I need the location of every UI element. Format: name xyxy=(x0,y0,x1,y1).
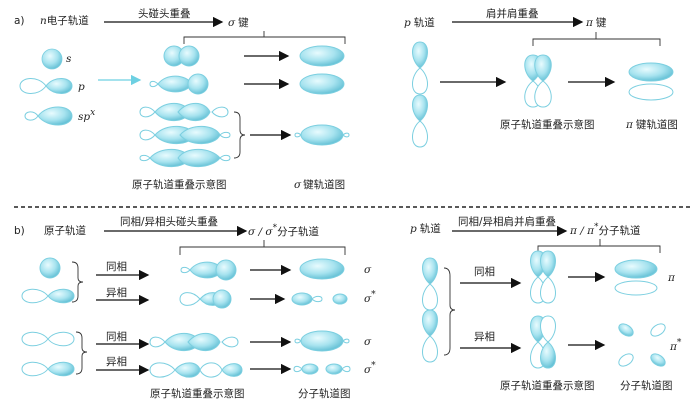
p-orbital xyxy=(19,78,73,94)
b-pi-star-mo xyxy=(618,323,666,367)
s-label: s xyxy=(66,53,72,65)
overlap-sp-sp xyxy=(139,148,231,168)
part-b-left-arrow-label: 同相/异相头碰头重叠 xyxy=(120,215,218,228)
part-b-left-result: σ / σ*分子轨道 xyxy=(248,223,320,238)
sigma-bond-row2 xyxy=(299,73,345,95)
b-right-brace xyxy=(443,267,456,356)
b-overlap-sp-out-phase xyxy=(179,289,232,309)
b-sigma-mo-2 xyxy=(294,330,350,352)
b-s-orbital xyxy=(39,257,61,279)
sigma-bond-row1 xyxy=(299,45,345,67)
b-p-orbital xyxy=(21,288,75,304)
pi-bond-upper xyxy=(628,62,674,82)
part-b-left-header: 原子轨道 xyxy=(44,224,86,237)
sp-label: spx xyxy=(78,108,95,123)
b-brace-upper xyxy=(71,261,84,303)
part-b-left-bracket xyxy=(179,240,346,255)
part-b-right-result: π / π*分子轨道 xyxy=(569,222,641,237)
part-b-tag: b) xyxy=(14,225,25,237)
b-sigma-star-label-2: σ* xyxy=(364,361,376,376)
b-pi-overlap-out-phase xyxy=(530,315,556,369)
b-p-orbital-2 xyxy=(21,331,75,347)
part-a-left-arrow-label: 头碰头重叠 xyxy=(138,7,191,20)
part-a-left-bracket xyxy=(183,31,346,44)
p-orbital-vertical-1 xyxy=(412,41,428,95)
part-a-rows-brace xyxy=(233,111,246,159)
b-pi-overlap-in-phase xyxy=(530,250,556,304)
sigma-bond-row345 xyxy=(294,124,350,146)
overlap-p-sp xyxy=(139,125,231,145)
b-sigma-mo-1 xyxy=(299,258,345,280)
p-orbital-vertical-2 xyxy=(412,94,428,148)
pi-overlap-side-by-side xyxy=(524,54,552,108)
b-pi-mo-upper xyxy=(614,259,658,279)
s-orbital xyxy=(41,48,63,70)
b-pi-mo-lower xyxy=(614,280,658,296)
b-out-phase-label-2: 异相 xyxy=(106,355,127,368)
overlap-s-s xyxy=(163,45,200,67)
p-label: p xyxy=(78,81,85,93)
part-b-left-overlap-caption: 原子轨道重叠示意图 xyxy=(150,387,245,400)
b-pi-star-label: π* xyxy=(669,338,682,353)
part-b-right-arrow-label: 同相/异相肩并肩重叠 xyxy=(458,215,556,228)
sp-orbital xyxy=(24,106,73,126)
overlap-s-p xyxy=(149,73,209,95)
pi-bond-lower xyxy=(628,83,674,101)
b-sigma-label-1: σ xyxy=(364,264,372,276)
b-in-phase-label-1: 同相 xyxy=(106,260,127,273)
b-right-in-phase-label: 同相 xyxy=(474,265,495,278)
b-sigma-star-mo-1 xyxy=(291,292,348,306)
b-overlap-pp-in-phase xyxy=(149,332,239,352)
part-a-right-overlap-caption: 原子轨道重叠示意图 xyxy=(500,118,595,131)
b-overlap-pp-out-phase xyxy=(149,362,243,378)
part-a-left-header: n电子轨道 xyxy=(40,14,89,27)
part-a-right-bracket xyxy=(532,32,661,46)
part-a-tag: a) xyxy=(14,15,25,27)
b-p-vertical-2 xyxy=(422,309,438,363)
b-right-out-phase-label: 异相 xyxy=(474,330,495,343)
b-sigma-star-label-1: σ* xyxy=(364,290,376,305)
b-sigma-star-mo-2 xyxy=(293,363,351,375)
part-b-left-mo-caption: 分子轨道图 xyxy=(298,387,351,400)
part-b-right-overlap-caption: 原子轨道重叠示意图 xyxy=(500,379,595,392)
part-b-right-mo-caption: 分子轨道图 xyxy=(620,379,673,392)
part-a-left-overlap-caption: 原子轨道重叠示意图 xyxy=(132,178,227,191)
part-b-right-bracket xyxy=(537,239,661,253)
b-overlap-sp-in-phase xyxy=(180,259,237,281)
b-brace-lower xyxy=(75,331,88,375)
b-p-vertical-1 xyxy=(422,257,438,311)
overlap-p-p xyxy=(139,102,229,122)
b-in-phase-label-2: 同相 xyxy=(106,330,127,343)
part-a-right-arrow-label: 肩并肩重叠 xyxy=(486,7,539,20)
b-pi-label: π xyxy=(667,272,676,284)
b-p-orbital-3 xyxy=(21,361,75,377)
b-sigma-label-2: σ xyxy=(364,336,372,348)
b-out-phase-label-1: 异相 xyxy=(106,286,127,299)
